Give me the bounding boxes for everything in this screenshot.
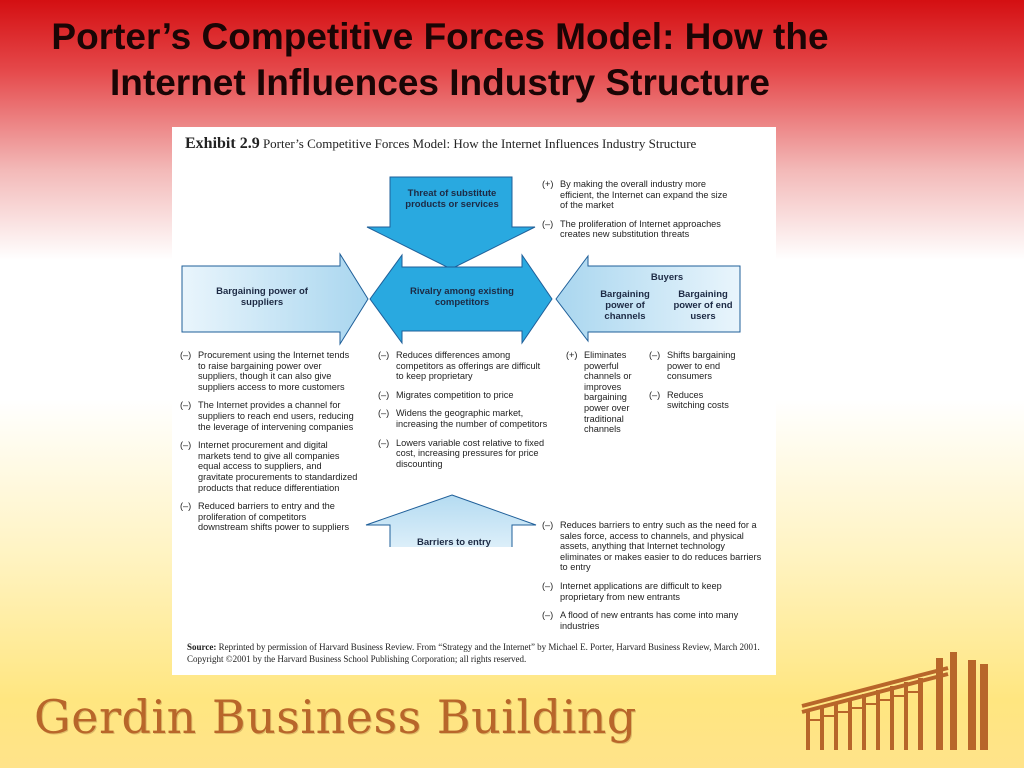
suppliers-arrow <box>181 252 369 346</box>
note-item: (–)A flood of new entrants has come into… <box>542 610 739 631</box>
note-item: (–)Internet procurement and digital mark… <box>180 440 358 493</box>
note-item: (–)Lowers variable cost relative to fixe… <box>378 437 545 469</box>
note-item: (–)Shifts bargaining power to end consum… <box>649 350 736 382</box>
note-item: (–)Reduces differences among competitors… <box>378 350 541 382</box>
note-item: (–)Reduces switching costs <box>649 389 729 411</box>
exhibit-caption: Exhibit 2.9 Porter’s Competitive Forces … <box>185 135 765 152</box>
node-barriers: Barriers to entry <box>417 537 491 548</box>
barriers-arrow <box>365 494 537 547</box>
notes-end-users: (–)Shifts bargaining power to end consum… <box>649 350 739 419</box>
note-item: (–)The Internet provides a channel for s… <box>180 400 354 432</box>
exhibit-caption-text: Porter’s Competitive Forces Model: How t… <box>262 136 697 151</box>
notes-rivalry: (–)Reduces differences among competitors… <box>378 350 548 477</box>
forces-diagram <box>181 176 741 547</box>
exhibit-number: Exhibit 2.9 <box>185 135 260 152</box>
notes-channels: (+)Eliminates powerful channels or impro… <box>566 350 648 443</box>
node-rivalry: Rivalry among existing competitors <box>409 286 514 308</box>
notes-suppliers: (–)Procurement using the Internet tends … <box>180 350 358 541</box>
node-substitutes: Threat of substitute products or service… <box>405 188 499 210</box>
notes-barriers: (–)Reduces barriers to entry such as the… <box>542 520 767 639</box>
notes-substitutes: (+)By making the overall industry more e… <box>542 179 737 248</box>
building-logo-icon <box>801 652 988 750</box>
note-item: (–)Reduces barriers to entry such as the… <box>542 520 762 573</box>
rivalry-arrow <box>369 253 553 345</box>
source-citation: Source: Reprinted by permission of Harva… <box>187 642 760 664</box>
note-item: (–)Widens the geographic market, increas… <box>378 408 548 429</box>
note-item: (–)Migrates competition to price <box>378 389 514 400</box>
node-channels: Bargaining power of channels <box>600 289 650 322</box>
note-item: (–)Procurement using the Internet tends … <box>180 350 350 392</box>
note-item: (–)The proliferation of Internet approac… <box>542 218 721 240</box>
note-item: (–)Internet applications are difficult t… <box>542 580 722 602</box>
node-suppliers: Bargaining power of suppliers <box>216 286 308 308</box>
note-item: (+)Eliminates powerful channels or impro… <box>566 350 632 435</box>
brand-wordmark: Gerdin Business Building <box>34 690 637 744</box>
note-item: (+)By making the overall industry more e… <box>542 179 728 211</box>
substitutes-arrow <box>366 176 536 270</box>
slide-title: Porter’s Competitive Forces Model: How t… <box>51 16 829 103</box>
node-end-users: Bargaining power of end users <box>673 289 733 322</box>
node-buyers: Buyers <box>650 272 684 283</box>
note-item: (–)Reduced barriers to entry and the pro… <box>180 501 350 533</box>
exhibit-panel: Exhibit 2.9 Porter’s Competitive Forces … <box>172 127 776 675</box>
buyers-arrow <box>555 254 741 343</box>
